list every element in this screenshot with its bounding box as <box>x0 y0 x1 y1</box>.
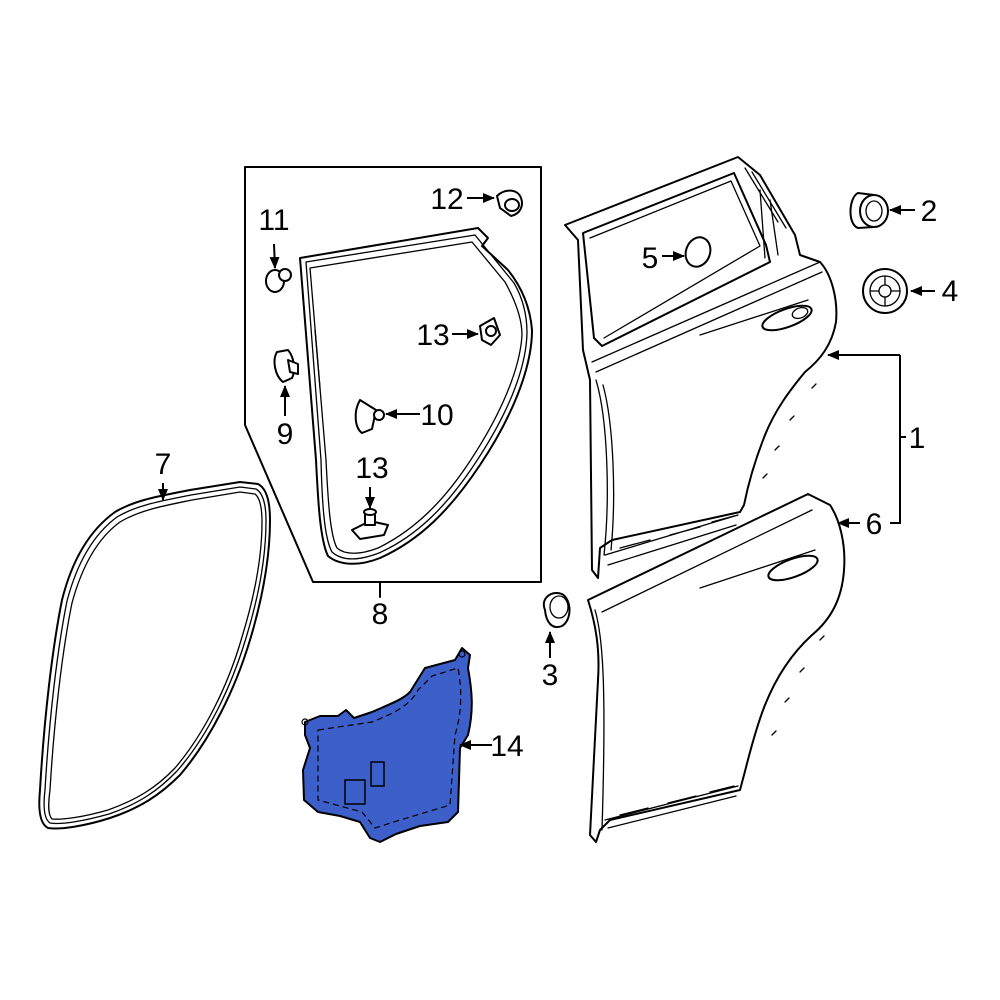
frame-seal-tab <box>314 329 321 389</box>
callout-1: 1 <box>909 422 926 455</box>
callout-11: 11 <box>258 204 289 237</box>
clip-9: 9 <box>273 349 299 451</box>
clip-11-head <box>278 268 292 282</box>
outer-panel-edge-marks <box>771 635 825 736</box>
callout-1-bracket: 1 6 <box>827 350 926 541</box>
door-sash-detail <box>744 167 787 259</box>
water-shield: 14 <box>301 647 524 843</box>
water-shield-cutout-2 <box>370 761 385 787</box>
clip-9-stem <box>287 359 299 375</box>
door-rocker-detail <box>604 514 739 566</box>
clip-13-lower: 13 <box>351 452 389 540</box>
bushing-face <box>859 194 889 228</box>
door-edge-marks <box>762 383 817 479</box>
door-assembly <box>564 156 838 579</box>
callout-13-upper: 13 <box>416 319 449 352</box>
water-shield-cutout-1 <box>344 779 366 805</box>
weatherstrip-outer <box>38 481 271 830</box>
callout-7: 7 <box>155 448 172 481</box>
water-shield-hole <box>458 650 466 658</box>
clip-9-body <box>273 349 296 383</box>
hole-seal-oval <box>684 236 712 268</box>
callout-3: 3 <box>542 659 559 692</box>
clip-12: 12 <box>430 183 523 217</box>
clip-13-lower-cap <box>363 508 377 516</box>
frame-seal-outer <box>299 227 533 565</box>
door-outer-panel <box>587 493 846 843</box>
clip-10: 10 <box>354 399 454 434</box>
weatherstrip-inner <box>48 491 263 820</box>
weatherstrip-mid <box>43 486 267 825</box>
door-window-opening <box>582 172 771 347</box>
door-inner-edge <box>595 379 615 556</box>
clip-10-head <box>373 409 385 421</box>
door-belt-line <box>591 261 823 373</box>
frame-seal-mid <box>305 234 528 560</box>
bushing: 2 <box>849 192 938 229</box>
hole-seal: 5 <box>642 236 712 275</box>
outer-panel-handle-pocket <box>767 554 819 582</box>
callout-5: 5 <box>642 242 659 275</box>
clip-10-body <box>354 399 377 434</box>
door-character-line <box>699 299 809 336</box>
grommet: 4 <box>862 268 959 314</box>
clip-12-head <box>504 198 520 212</box>
callout-12: 12 <box>430 183 463 216</box>
outer-panel-rocker-detail <box>604 785 739 829</box>
callout-13-lower: 13 <box>355 452 388 485</box>
door-handle-pocket <box>761 304 813 332</box>
door-handle-lock <box>791 306 809 320</box>
clip-13-upper: 13 <box>416 317 501 352</box>
door-frame-seal <box>299 227 533 565</box>
callout-6: 6 <box>866 508 883 541</box>
frame-seal-inner <box>309 241 523 554</box>
callout-8: 8 <box>372 598 389 631</box>
plug-face <box>549 595 569 619</box>
plug: 3 <box>542 592 571 692</box>
callout-1-bracket-line <box>890 355 901 524</box>
body-weatherstrip: 7 <box>38 448 271 830</box>
callout-9: 9 <box>277 418 294 451</box>
bushing-bore <box>865 200 883 222</box>
group-8-outline <box>244 166 542 583</box>
outer-panel-flange <box>594 509 813 831</box>
grommet-ribs <box>869 275 901 307</box>
water-shield-body <box>302 647 473 843</box>
plug-body <box>542 592 571 628</box>
callout-11-arrow <box>269 243 280 269</box>
clip-13-upper-head <box>485 325 497 337</box>
water-shield-hole-2 <box>301 718 309 726</box>
frame-seal-group-box: 8 <box>244 166 542 631</box>
callout-14: 14 <box>490 730 523 763</box>
door-window-inner <box>589 180 761 339</box>
callout-10: 10 <box>420 399 453 432</box>
callout-4: 4 <box>942 275 959 308</box>
outer-panel-character-line <box>699 549 816 589</box>
clip-11: 11 <box>258 204 292 293</box>
callout-2: 2 <box>921 195 938 228</box>
